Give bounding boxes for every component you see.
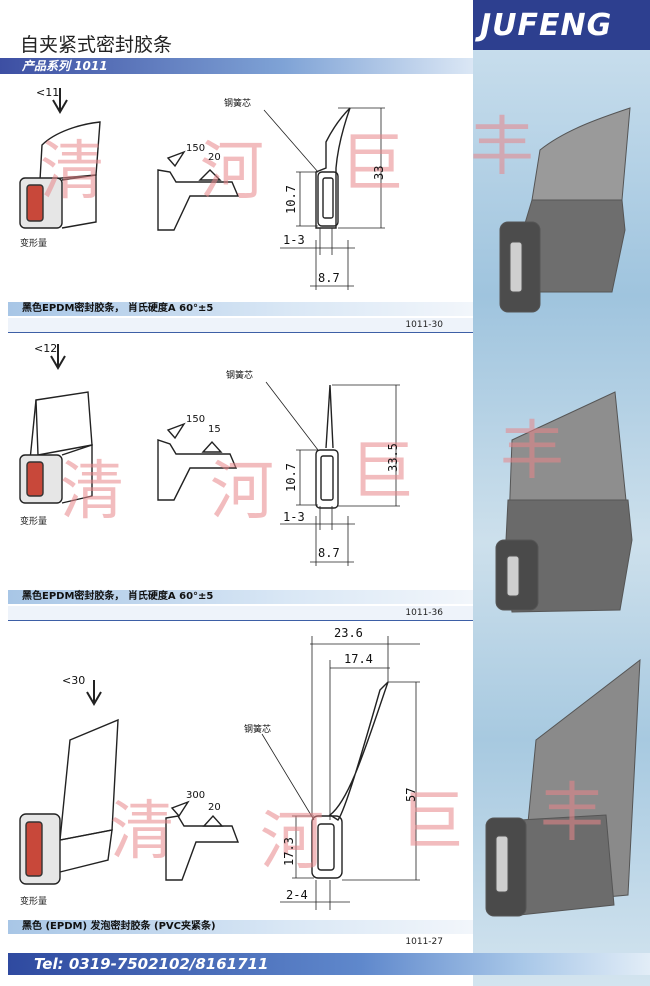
section-3-deform-label: 变形量 bbox=[20, 897, 48, 907]
section-2-deform-diagram bbox=[157, 422, 238, 501]
section-2-code-row: 1011-36 bbox=[8, 606, 473, 621]
series-label: 产品系列 1011 bbox=[22, 59, 108, 73]
watermark-char: 巨 bbox=[400, 785, 464, 859]
section-1-dim-width: 8.7 bbox=[318, 271, 340, 285]
telephone: Tel: 0319-7502102/8161711 bbox=[34, 955, 269, 973]
photo-profile-1 bbox=[499, 107, 631, 313]
section-1-ang-small: 20 bbox=[208, 152, 221, 163]
section-1-code-row: 1011-30 bbox=[8, 318, 473, 333]
watermark-char: 丰 bbox=[470, 111, 534, 185]
watermark-char: 丰 bbox=[540, 777, 604, 851]
section-3-deform-diagram bbox=[165, 800, 240, 881]
section-3-dim-width: 23.6 bbox=[334, 626, 363, 640]
series-band bbox=[0, 58, 473, 74]
section-2-iso-profile bbox=[19, 344, 93, 504]
section-2-ang-big: 150 bbox=[186, 414, 206, 425]
section-1-dim-height: 33 bbox=[372, 165, 386, 180]
section-2-dim-grip: 10.7 bbox=[284, 463, 298, 492]
section-1-deform-label: 变形量 bbox=[20, 239, 48, 249]
section-3-code-row: 1011-27 bbox=[8, 935, 473, 949]
brand-logo: JUFENG bbox=[480, 8, 613, 43]
section-3-dim-height: 57 bbox=[404, 787, 418, 802]
section-3-iso-profile bbox=[19, 680, 119, 885]
section-2-dim-range: 1-3 bbox=[283, 510, 305, 524]
section-3-dim-range: 2-4 bbox=[286, 888, 308, 902]
photo-profile-2 bbox=[495, 391, 633, 613]
section-2-deform-label: 变形量 bbox=[20, 517, 48, 527]
watermark-char: 清 bbox=[110, 795, 174, 869]
brand-bar bbox=[473, 0, 650, 50]
watermark-char: 巨 bbox=[340, 127, 404, 201]
section-1-dim-grip: 10.7 bbox=[284, 185, 298, 214]
section-1-deform-diagram bbox=[157, 150, 240, 231]
catalog-left-panel bbox=[0, 0, 473, 986]
section-3-ang-big: 300 bbox=[186, 790, 206, 801]
section-2-ang-small: 15 bbox=[208, 424, 221, 435]
section-1-angle: <11 bbox=[36, 86, 60, 99]
section-3-dim-grip: 17.3 bbox=[282, 837, 296, 866]
watermark-char: 清 bbox=[60, 455, 124, 529]
section-2-section-view bbox=[265, 381, 400, 566]
section-1-code: 1011-30 bbox=[405, 320, 443, 330]
watermark-char: 清 bbox=[40, 135, 104, 209]
section-1-ang-big: 150 bbox=[186, 143, 206, 154]
watermark-char: 巨 bbox=[350, 435, 414, 509]
section-2-caption: 黑色EPDM密封胶条， 肖氏硬度A 60°±5 bbox=[8, 590, 473, 604]
section-3-angle: <30 bbox=[62, 674, 86, 687]
section-1-caption: 黑色EPDM密封胶条， 肖氏硬度A 60°±5 bbox=[8, 302, 473, 316]
watermark-char: 河 bbox=[200, 135, 264, 209]
section-3-dim-inner-width: 17.4 bbox=[344, 652, 373, 666]
section-3-spring-core-label: 钢簧芯 bbox=[244, 725, 272, 735]
section-1-spring-core-label: 钢簧芯 bbox=[224, 99, 252, 109]
section-1-iso-profile bbox=[19, 88, 101, 229]
section-3-ang-small: 20 bbox=[208, 802, 221, 813]
section-3-section-view bbox=[261, 636, 420, 910]
watermark-char: 河 bbox=[210, 455, 274, 529]
section-2-spring-core-label: 钢簧芯 bbox=[226, 371, 254, 381]
section-3-code: 1011-27 bbox=[405, 937, 443, 947]
section-1-section-view bbox=[263, 107, 385, 290]
photo-profile-3 bbox=[485, 658, 641, 917]
telephone-bar bbox=[8, 953, 650, 975]
page-title: 自夹紧式密封胶条 bbox=[20, 34, 173, 56]
section-1-dim-range: 1-3 bbox=[283, 233, 305, 247]
section-3-caption: 黑色 (EPDM) 发泡密封胶条 (PVC夹紧条) bbox=[8, 920, 473, 934]
section-2-angle: <12 bbox=[34, 342, 58, 355]
section-2-dim-width: 8.7 bbox=[318, 546, 340, 560]
section-2-code: 1011-36 bbox=[405, 608, 443, 618]
watermark-char: 丰 bbox=[500, 415, 564, 489]
watermark-char: 河 bbox=[260, 805, 324, 879]
section-2-dim-height: 33.5 bbox=[386, 443, 400, 472]
